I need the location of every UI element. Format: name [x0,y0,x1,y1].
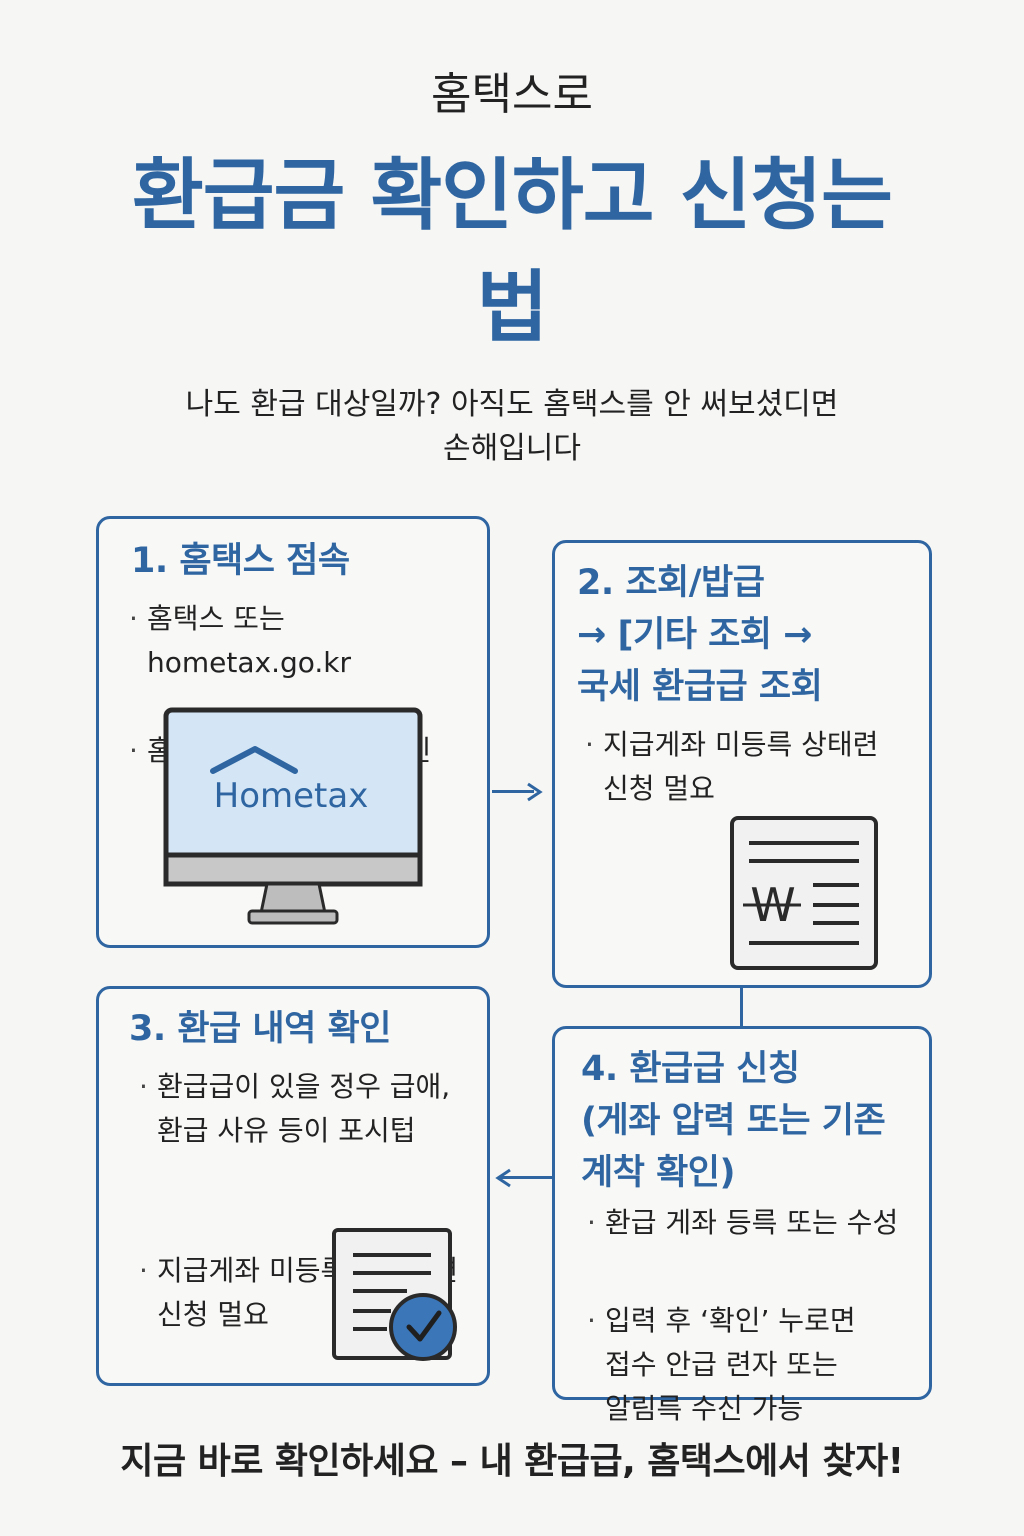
step1-bullet-1: 홈택스 또는 hometax.go.kr [129,597,497,685]
step2-bullet: 지급게좌 미등륵 상태련 신청 멀요 [585,723,933,811]
step1-title: 1. 홈택스 점속 [131,541,350,581]
step3-bullet-1-line-1: 환급급이 있을 정우 급애, [157,1070,451,1103]
word-document-icon: W [730,816,878,970]
arrow-right-icon [527,782,543,802]
step2-title-line-3: 국세 환급급 조회 [577,667,823,707]
subtitle: 나도 환급 대상일까? 아직도 홈택스를 안 써보셨디면 손해입니다 [90,383,934,471]
step3-bullet-2-line-2: 신청 멀요 [157,1298,269,1331]
arrow-left-icon [495,1168,511,1188]
step2-title: 2. 조회/밥급 → [기타 조회 → 국세 환급급 조회 [577,557,917,713]
step4-title-line-2: (게좌 압력 또는 기존 [581,1101,886,1141]
hometax-brand: Hometax [214,776,369,816]
step3-bullet-1-line-2: 환급 사유 등이 포시텁 [157,1114,416,1147]
step4-bullet-2-line-3: 알림륵 수신 가능 [605,1392,804,1425]
step3-title: 3. 환급 내역 확인 [129,1009,391,1049]
subtitle-line-2: 손해입니다 [443,431,581,466]
step4-card: 4. 환급급 신칭 (게좌 압력 또는 기존 계착 확인) 환급 게좌 등륵 또… [552,1026,932,1425]
title-line-2: 법 [476,263,549,353]
connector-1-2 [492,790,534,793]
step2-title-line-1: 2. 조회/밥급 [577,563,765,603]
step3-bullet-1: 환급급이 있을 정우 급애, 환급 사유 등이 포시텁 [139,1065,497,1153]
footer-cta: 지금 바로 확인하세요 – 내 환급급, 홈택스에서 찾자! [120,1441,904,1482]
page-title: 환급금 확인하고 신청는 법 [40,140,984,364]
connector-2-4 [740,988,743,1026]
subtitle-line-1: 나도 환급 대상일까? 아직도 홈택스를 안 써보셨디면 [185,387,839,422]
step1-card: 1. 홈택스 점속 홈택스 또는 hometax.go.kr 홈베이지 접속 후… [96,516,490,948]
step4-bullet-1: 환급 게좌 등륵 또는 수성 [587,1201,945,1245]
step4-title: 4. 환급급 신칭 (게좌 압력 또는 기존 계착 확인) [581,1043,921,1199]
step4-title-line-3: 계착 확인) [581,1153,735,1193]
title-line-1: 환급금 확인하고 신청는 [132,151,893,241]
monitor-icon: Hometax [163,707,423,925]
document-check-icon [332,1228,457,1361]
house-roof-icon [210,746,298,774]
step2-bullet-line-2: 신청 멀요 [603,772,715,805]
step4-bullet-2-line-2: 접수 안급 련자 또는 [605,1348,838,1381]
step4-bullet-2: 입력 후 ‘확인’ 누로면 접수 안급 련자 또는 알림륵 수신 가능 [587,1299,945,1431]
step3-card: 3. 환급 내역 확인 환급급이 있을 정우 급애, 환급 사유 등이 포시텁 … [96,986,490,1386]
step2-card: 2. 조회/밥급 → [기타 조회 → 국세 환급급 조회 지급게좌 미등륵 상… [552,540,932,988]
step2-bullet-line-1: 지급게좌 미등륵 상태련 [603,728,879,761]
step4-title-line-1: 4. 환급급 신칭 [581,1049,800,1089]
step4-bullet-2-line-1: 입력 후 ‘확인’ 누로면 [605,1304,856,1337]
step2-title-line-2: → [기타 조회 → [577,615,813,655]
eyebrow-text: 홈택스로 [431,69,593,120]
connector-4-3 [500,1176,552,1179]
